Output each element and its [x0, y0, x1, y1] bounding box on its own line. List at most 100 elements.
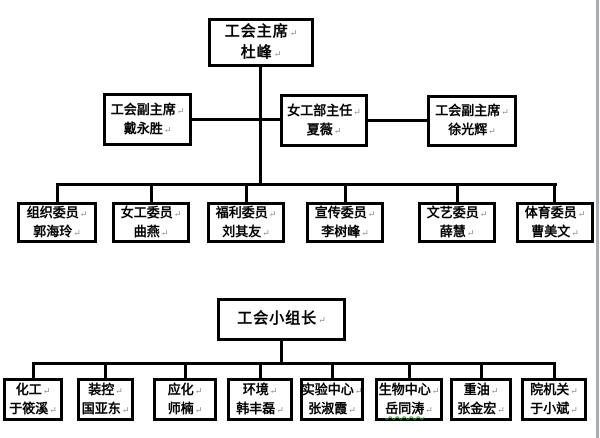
return-mark-icon: ↵ [276, 404, 284, 415]
return-mark-icon: ↵ [163, 124, 172, 135]
connector-line-vertical [184, 362, 187, 379]
org-node-title: 宣传委员 [314, 204, 367, 220]
connector-line-vertical [259, 362, 262, 379]
org-node-name: 夏薇 [306, 121, 333, 137]
return-mark-icon: ↵ [173, 208, 182, 219]
org-node-name: 韩丰磊 [236, 400, 276, 416]
return-mark-icon: ↵ [176, 105, 185, 116]
return-mark-icon: ↵ [479, 208, 488, 219]
connector-line-vertical [480, 362, 483, 379]
return-mark-icon: ↵ [289, 27, 298, 38]
return-mark-icon: ↵ [353, 106, 361, 117]
org-node-title: 实验中心 [301, 381, 354, 397]
org-node-group-huanjing[interactable]: 环境↵韩丰磊↵ [227, 378, 293, 421]
return-mark-icon: ↵ [361, 227, 369, 238]
return-mark-icon: ↵ [490, 385, 499, 396]
org-node-name: 郭海玲 [33, 223, 73, 239]
connector-line-vertical [150, 183, 153, 203]
org-node-publicity-committee[interactable]: 宣传委员↵李树峰↵ [306, 202, 384, 243]
connector-line-vertical [553, 362, 556, 379]
org-node-title: 生物中心 [378, 381, 431, 397]
connector-line-vertical [344, 183, 347, 203]
connector-line-horizontal [56, 183, 557, 186]
connector-line-vertical [553, 183, 556, 203]
return-mark-icon: ↵ [115, 385, 123, 396]
org-node-name: 国亚东 [81, 400, 121, 416]
return-mark-icon: ↵ [121, 404, 130, 415]
return-mark-icon: ↵ [354, 385, 363, 396]
org-node-name: 李树峰 [321, 223, 361, 239]
org-node-title: 女工部主任 [287, 102, 353, 118]
connector-line-vertical [32, 362, 35, 379]
return-mark-icon: ↵ [269, 385, 278, 396]
org-node-women-committee[interactable]: 女工委员↵曲燕↵ [112, 202, 190, 243]
org-node-group-huagong[interactable]: 化工↵于筱溪↵ [3, 378, 63, 421]
org-node-title: 女工委员 [120, 204, 173, 220]
org-node-group-zhongyou[interactable]: 重油↵张金宏↵ [450, 378, 512, 421]
return-mark-icon: ↵ [73, 227, 81, 238]
return-mark-icon: ↵ [466, 227, 475, 238]
return-mark-icon: ↵ [577, 208, 586, 219]
return-mark-icon: ↵ [49, 404, 57, 415]
org-node-title: 环境 [242, 381, 269, 397]
org-node-title: 重油 [463, 381, 490, 397]
org-node-title: 化工 [15, 381, 42, 397]
connector-line-vertical [456, 183, 459, 203]
return-mark-icon: ↵ [262, 227, 270, 238]
org-node-title: 工会小组长 [237, 311, 318, 327]
org-node-name: 于筱溪 [9, 400, 49, 416]
org-node-group-yinghua[interactable]: 应化↵师楠↵ [153, 378, 217, 421]
connector-line-vertical [280, 341, 283, 363]
org-node-deputy-xu[interactable]: 工会副主席↵徐光辉↵ [427, 95, 517, 147]
org-node-name: 张淑霞 [308, 400, 348, 416]
org-node-name: 曹美文 [531, 223, 571, 239]
org-node-name: 张金宏 [457, 400, 497, 416]
org-node-title: 福利委员 [215, 204, 268, 220]
return-mark-icon: ↵ [425, 404, 433, 415]
return-mark-icon: ↵ [488, 126, 496, 136]
return-mark-icon: ↵ [570, 404, 578, 415]
org-node-group-zhuangkong[interactable]: 装控↵国亚东↵ [77, 378, 134, 421]
org-node-org-committee[interactable]: 组织委员↵郭海玲↵ [17, 202, 97, 243]
connector-line-vertical [331, 362, 334, 379]
org-node-name: 薛慧 [439, 223, 466, 239]
org-node-group-yuanjiguan[interactable]: 院机关↵于小斌↵ [521, 378, 587, 421]
org-node-name: 刘其友 [222, 223, 262, 239]
org-node-name: 于小斌 [530, 400, 570, 416]
org-node-name: 杜峰 [240, 44, 273, 61]
connector-line-vertical [245, 183, 248, 203]
org-node-title: 工会副主席 [110, 101, 176, 117]
connector-line-vertical [56, 183, 59, 203]
return-mark-icon: ↵ [273, 48, 282, 59]
org-node-title: 文艺委员 [426, 204, 479, 220]
org-node-name: 师楠 [167, 400, 194, 416]
org-node-group-shengwu[interactable]: 生物中心↵岳同涛↵ [375, 378, 443, 421]
org-node-title: 装控 [88, 381, 115, 397]
org-node-group-leader[interactable]: 工会小组长↵ [217, 298, 346, 341]
return-mark-icon: ↵ [431, 385, 440, 396]
org-node-deputy-dai[interactable]: 工会副主席↵戴永胜↵ [103, 93, 192, 146]
org-node-name: 岳同涛 [385, 400, 425, 416]
org-node-women-director[interactable]: 女工部主任↵夏薇↵ [280, 94, 368, 147]
return-mark-icon: ↵ [497, 404, 505, 415]
org-node-title: 工会主席 [224, 23, 289, 40]
org-node-arts-committee[interactable]: 文艺委员↵薛慧↵ [418, 202, 496, 243]
return-mark-icon: ↵ [348, 404, 356, 415]
return-mark-icon: ↵ [79, 208, 88, 219]
connector-line-vertical [104, 362, 107, 379]
org-node-title: 组织委员 [26, 204, 79, 220]
org-node-name: 徐光辉 [448, 122, 488, 137]
org-node-group-shiyan[interactable]: 实验中心↵张淑霞↵ [300, 378, 364, 421]
org-node-title: 院机关 [530, 381, 570, 397]
org-node-name: 曲燕 [133, 223, 160, 239]
window-edge [596, 0, 599, 438]
org-node-chairman[interactable]: 工会主席↵杜峰↵ [208, 18, 314, 67]
connector-line-horizontal [32, 362, 556, 365]
connector-line-horizontal [368, 119, 427, 122]
return-mark-icon: ↵ [501, 107, 509, 117]
org-node-welfare-committee[interactable]: 福利委员↵刘其友↵ [207, 202, 285, 243]
org-node-name: 戴永胜 [123, 120, 163, 136]
org-node-title: 工会副主席 [435, 103, 501, 118]
org-node-sports-committee[interactable]: 体育委员↵曹美文↵ [516, 202, 594, 243]
